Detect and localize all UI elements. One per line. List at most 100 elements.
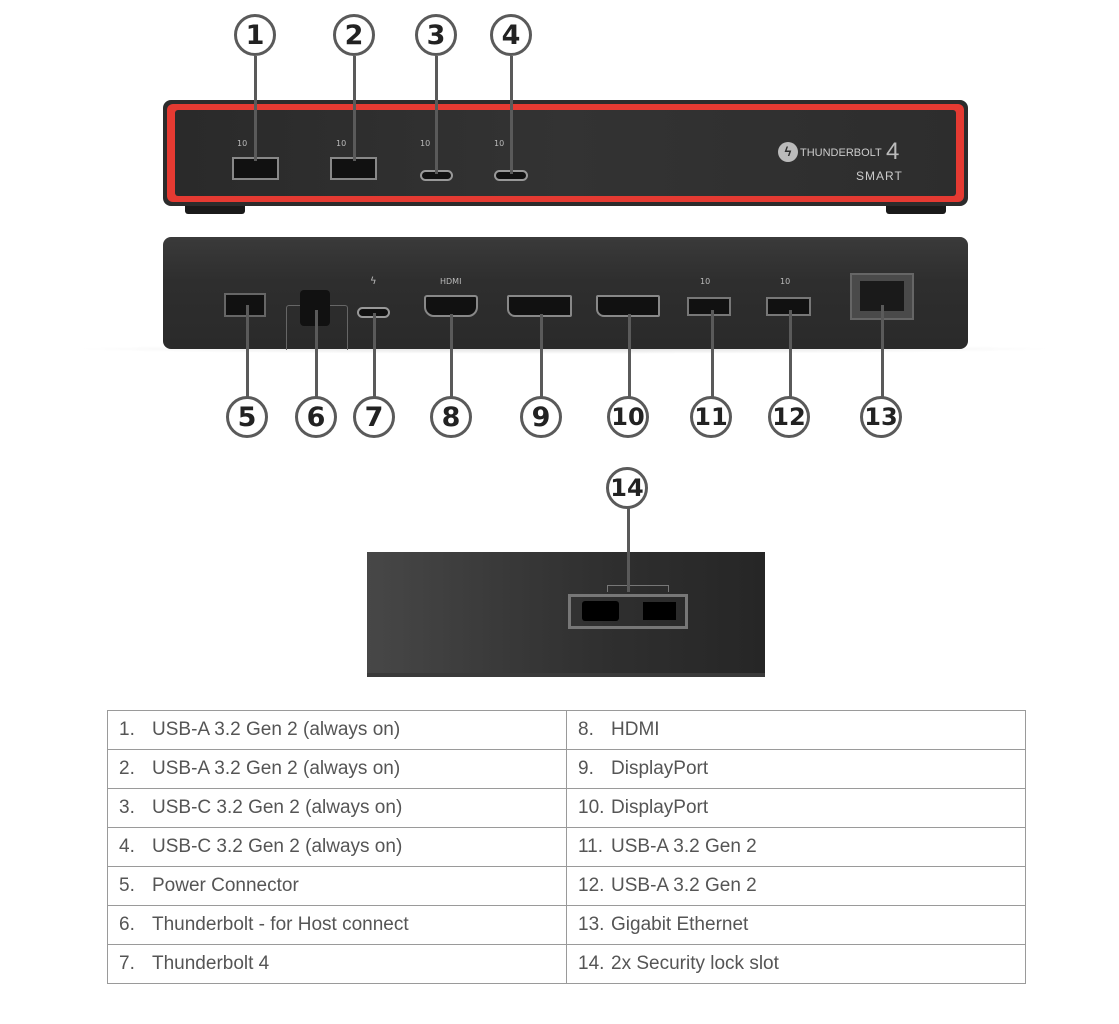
port-usb-a-11 (687, 297, 731, 316)
table-row: 3. USB-C 3.2 Gen 2 (always on) 10. DisplayP… (107, 788, 1026, 828)
thunderbolt-icon: ϟ (370, 276, 377, 287)
leader-line (315, 310, 318, 397)
legend-label: USB-A 3.2 Gen 2 (always on) (152, 719, 401, 740)
port-displayport-9 (507, 295, 572, 317)
security-lock-slot (582, 601, 619, 621)
legend-cell: 4. USB-C 3.2 Gen 2 (always on) (107, 827, 567, 867)
legend-cell: 8.HDMI (566, 710, 1026, 750)
security-lock-slot (643, 602, 676, 620)
dock-foot (886, 206, 946, 214)
legend-number: 3. (119, 797, 135, 818)
callout-4: 4 (490, 14, 532, 56)
port-speed-label: 10 (237, 139, 248, 148)
legend-label: USB-A 3.2 Gen 2 (611, 836, 757, 857)
port-speed-label: 10 (700, 277, 711, 286)
dock-foot (185, 206, 245, 214)
legend-number: 5. (119, 875, 135, 896)
legend-label: Thunderbolt - for Host connect (152, 914, 409, 935)
legend-number: 8. (578, 719, 594, 740)
legend-cell: 1. USB-A 3.2 Gen 2 (always on) (107, 710, 567, 750)
legend-label: USB-C 3.2 Gen 2 (always on) (152, 836, 403, 857)
front-face (175, 110, 956, 196)
legend-label: DisplayPort (611, 758, 709, 779)
legend-cell: 3. USB-C 3.2 Gen 2 (always on) (107, 788, 567, 828)
callout-10: 10 (607, 396, 649, 438)
table-row: 1. USB-A 3.2 Gen 2 (always on) 8.HDMI (107, 710, 1026, 750)
legend-number: 14. (578, 953, 605, 974)
port-speed-label: 10 (336, 139, 347, 148)
legend-cell: 13. Gigabit Ethernet (566, 905, 1026, 945)
brand-number: 4 (886, 138, 900, 165)
port-ethernet (850, 273, 914, 320)
legend-label: Thunderbolt 4 (152, 953, 270, 974)
callout-14: 14 (606, 467, 648, 509)
dock-side-view (367, 552, 765, 677)
legend-number: 2. (119, 758, 135, 779)
leader-line (450, 314, 453, 397)
legend-label: Gigabit Ethernet (611, 914, 749, 935)
callout-5: 5 (226, 396, 268, 438)
port-speed-label: 10 (494, 139, 505, 148)
legend-cell: 10. DisplayPort (566, 788, 1026, 828)
table-row: 7. Thunderbolt 4 14.2x Security lock slot (107, 944, 1026, 984)
legend-cell: 6. Thunderbolt - for Host connect (107, 905, 567, 945)
security-slot-frame (568, 594, 688, 629)
leader-line (353, 56, 356, 161)
legend-number: 7. (119, 953, 135, 974)
port-power (224, 293, 266, 317)
table-row: 6. Thunderbolt - for Host connect 13. Gigab… (107, 905, 1026, 945)
port-usb-a-12 (766, 297, 811, 316)
port-speed-label: 10 (780, 277, 791, 286)
legend-number: 11. (578, 836, 604, 857)
legend-cell: 14.2x Security lock slot (566, 944, 1026, 984)
callout-8: 8 (430, 396, 472, 438)
legend-number: 9. (578, 758, 594, 779)
port-speed-label: 10 (420, 139, 431, 148)
legend-cell: 11. USB-A 3.2 Gen 2 (566, 827, 1026, 867)
dock-shadow (70, 344, 1060, 354)
model-label: SMART (856, 169, 903, 183)
leader-line (510, 56, 513, 174)
callout-7: 7 (353, 396, 395, 438)
legend-cell: 7. Thunderbolt 4 (107, 944, 567, 984)
leader-line (627, 508, 630, 592)
callout-6: 6 (295, 396, 337, 438)
legend-label: USB-A 3.2 Gen 2 (611, 875, 757, 896)
legend-number: 1. (119, 719, 135, 740)
leader-line (881, 305, 884, 397)
leader-line (628, 314, 631, 397)
callout-12: 12 (768, 396, 810, 438)
lock-icon (607, 585, 669, 592)
callout-3: 3 (415, 14, 457, 56)
legend-number: 4. (119, 836, 135, 857)
legend-label: Power Connector (152, 875, 299, 896)
callout-11: 11 (690, 396, 732, 438)
callout-13: 13 (860, 396, 902, 438)
port-legend-table: 1. USB-A 3.2 Gen 2 (always on) 8.HDMI 2. USB… (107, 710, 1026, 984)
legend-number: 12. (578, 875, 605, 896)
legend-label: USB-C 3.2 Gen 2 (always on) (152, 797, 403, 818)
callout-1: 1 (234, 14, 276, 56)
legend-number: 10. (578, 797, 605, 818)
leader-line (254, 56, 257, 161)
legend-cell: 2. USB-A 3.2 Gen 2 (always on) (107, 749, 567, 789)
table-row: 2. USB-A 3.2 Gen 2 (always on) 9. DisplayPo… (107, 749, 1026, 789)
brand-label: THUNDERBOLT (800, 147, 882, 159)
legend-cell: 5. Power Connector (107, 866, 567, 906)
callout-2: 2 (333, 14, 375, 56)
legend-number: 13. (578, 914, 605, 935)
legend-cell: 12. USB-A 3.2 Gen 2 (566, 866, 1026, 906)
leader-line (435, 56, 438, 174)
legend-label: USB-A 3.2 Gen 2 (always on) (152, 758, 401, 779)
table-row: 5. Power Connector 12. USB-A 3.2 Gen 2 (107, 866, 1026, 906)
dock-back-view (163, 237, 968, 349)
leader-line (711, 310, 714, 397)
leader-line (789, 310, 792, 397)
table-row: 4. USB-C 3.2 Gen 2 (always on) 11. USB-A 3.… (107, 827, 1026, 867)
leader-line (373, 313, 376, 397)
leader-line (540, 314, 543, 397)
callout-9: 9 (520, 396, 562, 438)
legend-label: DisplayPort (611, 797, 709, 818)
legend-number: 6. (119, 914, 135, 935)
legend-cell: 9. DisplayPort (566, 749, 1026, 789)
